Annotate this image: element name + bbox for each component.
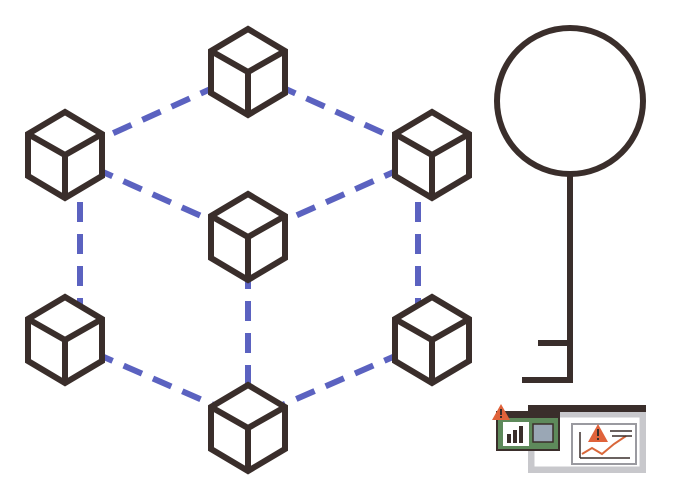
cube-icon bbox=[395, 112, 469, 198]
warning-icon bbox=[492, 404, 510, 420]
bar-chart-icon bbox=[507, 426, 523, 443]
dashboard-windows bbox=[492, 404, 646, 473]
cube-icon bbox=[211, 385, 285, 471]
cube-icon bbox=[211, 194, 285, 280]
key-icon bbox=[494, 25, 646, 383]
cube-icon bbox=[28, 112, 102, 198]
warning-icon bbox=[588, 424, 608, 442]
cube-icon bbox=[28, 297, 102, 383]
cube-icon bbox=[211, 29, 285, 115]
line-chart-icon bbox=[581, 435, 627, 456]
cube-icon bbox=[395, 297, 469, 383]
